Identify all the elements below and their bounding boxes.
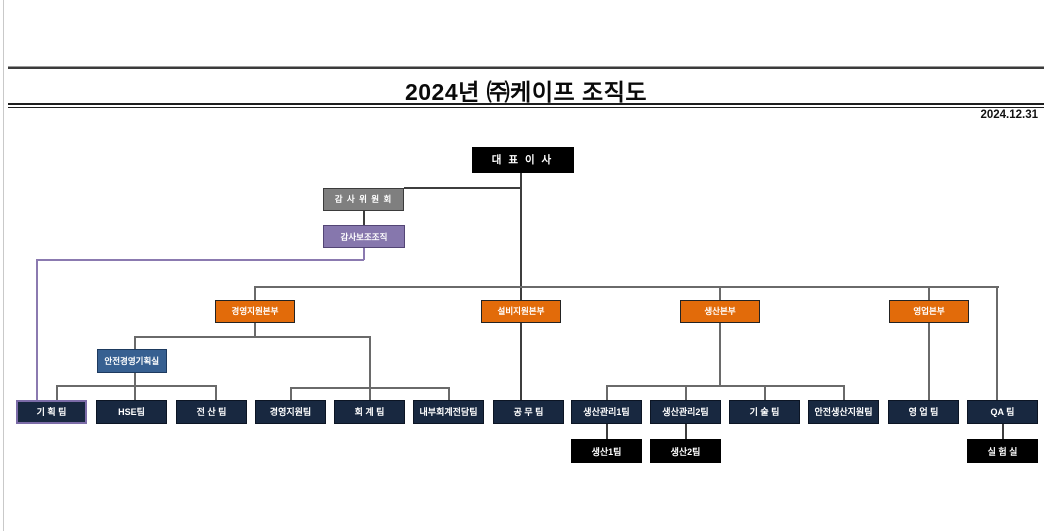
connector-to-safety-office [134,336,136,349]
division-box-facility-support: 설비지원본부 [481,299,561,323]
connector-mgmt-branch-upper [134,336,371,338]
connector-safety-branch [55,384,217,387]
audit-committee-box: 감 사 위 원 회 [323,187,404,211]
connector-safety-office-down [134,372,136,386]
connector-production-division-down [719,322,721,386]
connector-to-laboratory [1001,424,1004,439]
safety-planning-office-box: 안전경영기획실 [96,349,167,373]
team-box-management-support: 경영지원팀 [255,399,326,424]
team-box-planning: 기 획 팀 [16,399,87,424]
division-box-management-support: 경영지원본부 [215,299,295,323]
connector-auditsupport-to-planning-team [36,258,38,401]
subteam-box-production-1: 생산1팀 [571,439,642,463]
connector-drop-sales-division [928,285,930,300]
connector-to-internal-accounting-team [447,387,450,400]
team-box-it: 전 산 팀 [176,399,247,424]
connector-drop-qa-team [996,285,998,401]
team-box-public-works: 공 무 팀 [493,399,564,424]
page-left-border [3,0,4,531]
team-box-production-mgmt-2: 생산관리2팀 [650,399,721,424]
team-box-hse: HSE팀 [96,399,167,424]
connector-to-production-mgmt1 [605,385,608,400]
connector-drop-production-division [719,285,721,300]
header-top-rule [8,66,1044,69]
connector-audit-horizontal [404,186,521,189]
connector-to-production1 [605,424,608,439]
page-title: 2024년 ㈜케이프 조직도 [404,79,648,105]
header-bottom-rule [8,103,1044,108]
team-box-qa: QA 팀 [967,399,1038,424]
connector-to-planning-team [55,384,58,400]
division-box-production: 생산본부 [680,299,760,323]
division-box-sales: 영업본부 [889,299,969,323]
connector-mgmt-branch-lower [289,387,449,389]
audit-support-box: 감사보조조직 [323,225,405,248]
connector-main-horizontal [253,285,999,288]
connector-production-branch [605,385,844,387]
team-box-technology: 기 술 팀 [729,399,800,424]
connector-facility-to-public-works [519,322,522,401]
connector-auditsupport-horizontal [36,258,364,261]
team-box-accounting: 회 계 팀 [334,399,405,424]
connector-sales-division-to-sales-team [928,322,930,401]
ceo-box: 대 표 이 사 [471,146,574,173]
connector-mgmt-division-down [253,322,256,337]
team-box-sales: 영 업 팀 [888,399,959,424]
connector-to-mgmt-support-team [289,387,292,400]
team-box-internal-accounting: 내부회계전담팀 [413,399,484,424]
connector-audit-to-support [362,210,365,225]
connector-auditsupport-down [362,247,365,260]
connector-ceo-vertical [519,172,522,300]
connector-to-technology-team [763,385,766,400]
subteam-box-production-2: 생산2팀 [650,439,721,463]
as-of-date: 2024.12.31 [980,109,1038,121]
connector-drop-mgmt-division [253,285,256,300]
connector-to-accounting-team [369,336,371,400]
team-box-safety-production-support: 안전생산지원팀 [808,399,879,424]
connector-to-safety-production-team [842,385,845,400]
connector-to-production-mgmt2 [684,385,687,400]
connector-to-production2 [684,424,687,439]
connector-to-hse-team [134,384,136,400]
subteam-box-laboratory: 실 험 실 [967,439,1038,463]
connector-to-it-team [214,384,217,400]
team-box-production-mgmt-1: 생산관리1팀 [571,399,642,424]
